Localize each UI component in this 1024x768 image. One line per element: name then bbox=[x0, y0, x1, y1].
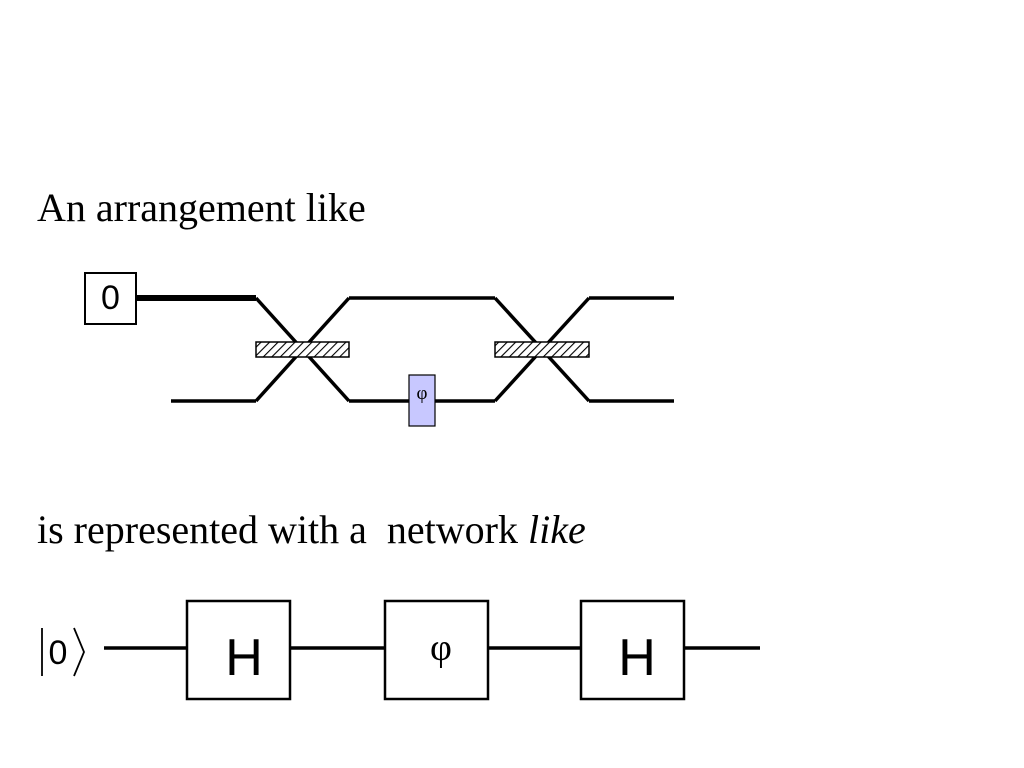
network-caption-emphasis: like bbox=[527, 507, 586, 552]
input-box-label: 0 bbox=[101, 279, 120, 317]
network-caption: is represented with a network like bbox=[37, 510, 586, 550]
intro-text-content: An arrangement like bbox=[37, 185, 366, 230]
ket-right-angle bbox=[73, 627, 85, 677]
phase-gate-label: φ bbox=[430, 627, 452, 669]
beam-splitter-1 bbox=[255, 341, 350, 358]
interferometer-diagram: 0 φ bbox=[84, 272, 674, 427]
hadamard-gate-1 bbox=[185, 599, 292, 701]
hadamard-gate-1-label: H bbox=[225, 629, 263, 687]
phase-gate bbox=[383, 599, 490, 701]
phase-shifter-label: φ bbox=[417, 383, 428, 404]
network-caption-lead: is represented with a network bbox=[37, 507, 528, 552]
intro-text: An arrangement like bbox=[37, 188, 366, 228]
hadamard-gate-2-label: H bbox=[618, 629, 656, 687]
quantum-circuit: 0 H φ H bbox=[41, 599, 760, 701]
hadamard-gate-2 bbox=[579, 599, 686, 701]
ket-label: 0 bbox=[49, 634, 68, 672]
phase-shifter bbox=[408, 374, 436, 427]
beam-splitter-2 bbox=[494, 341, 590, 358]
